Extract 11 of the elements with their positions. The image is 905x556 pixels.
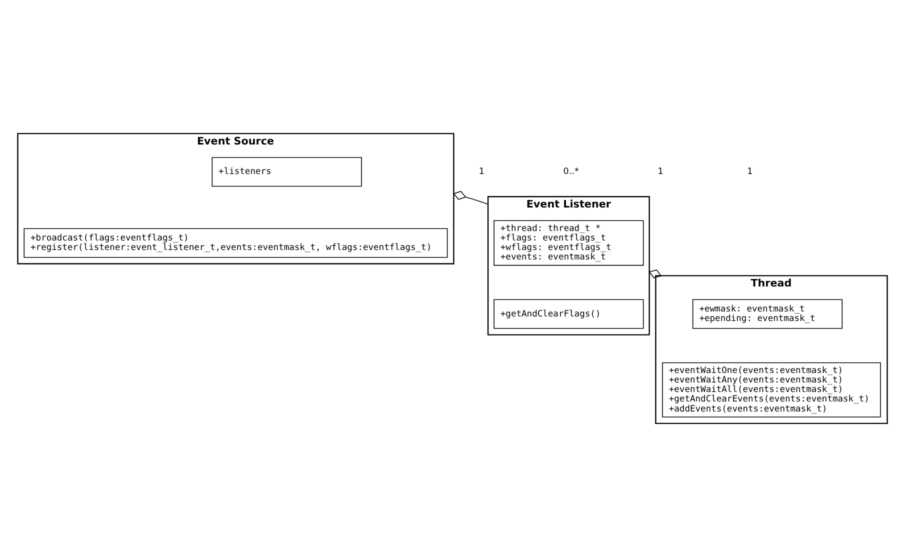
node-box: +thread: thread_t * +flags: eventflags_t +wflags: eventflags_t +events: eventmask_t: [494, 220, 644, 266]
label: 0..*: [563, 166, 579, 177]
label: 1: [747, 166, 753, 177]
node-box: +eventWaitOne(events:eventmask_t) +eventWaitAny(events:eventmask_t) +eventWaitAll(events:eventmask_t) +getAndClearEvents(events:eventmask_t) +addEvents(events:eventmask_t): [662, 362, 881, 417]
node-box: +getAndClearFlags(): [494, 298, 644, 328]
connector: [453, 190, 488, 204]
node-box: +listeners: [212, 156, 362, 186]
label: 1: [478, 166, 484, 177]
node-box: +broadcast(flags:eventflags_t) +register(listener:event_listener_t,events:eventmask_t, wflags:eventflags_t): [24, 228, 448, 258]
node-box: +ewmask: eventmask_t +epending: eventmask_t: [692, 298, 843, 328]
label: 1: [658, 166, 664, 177]
